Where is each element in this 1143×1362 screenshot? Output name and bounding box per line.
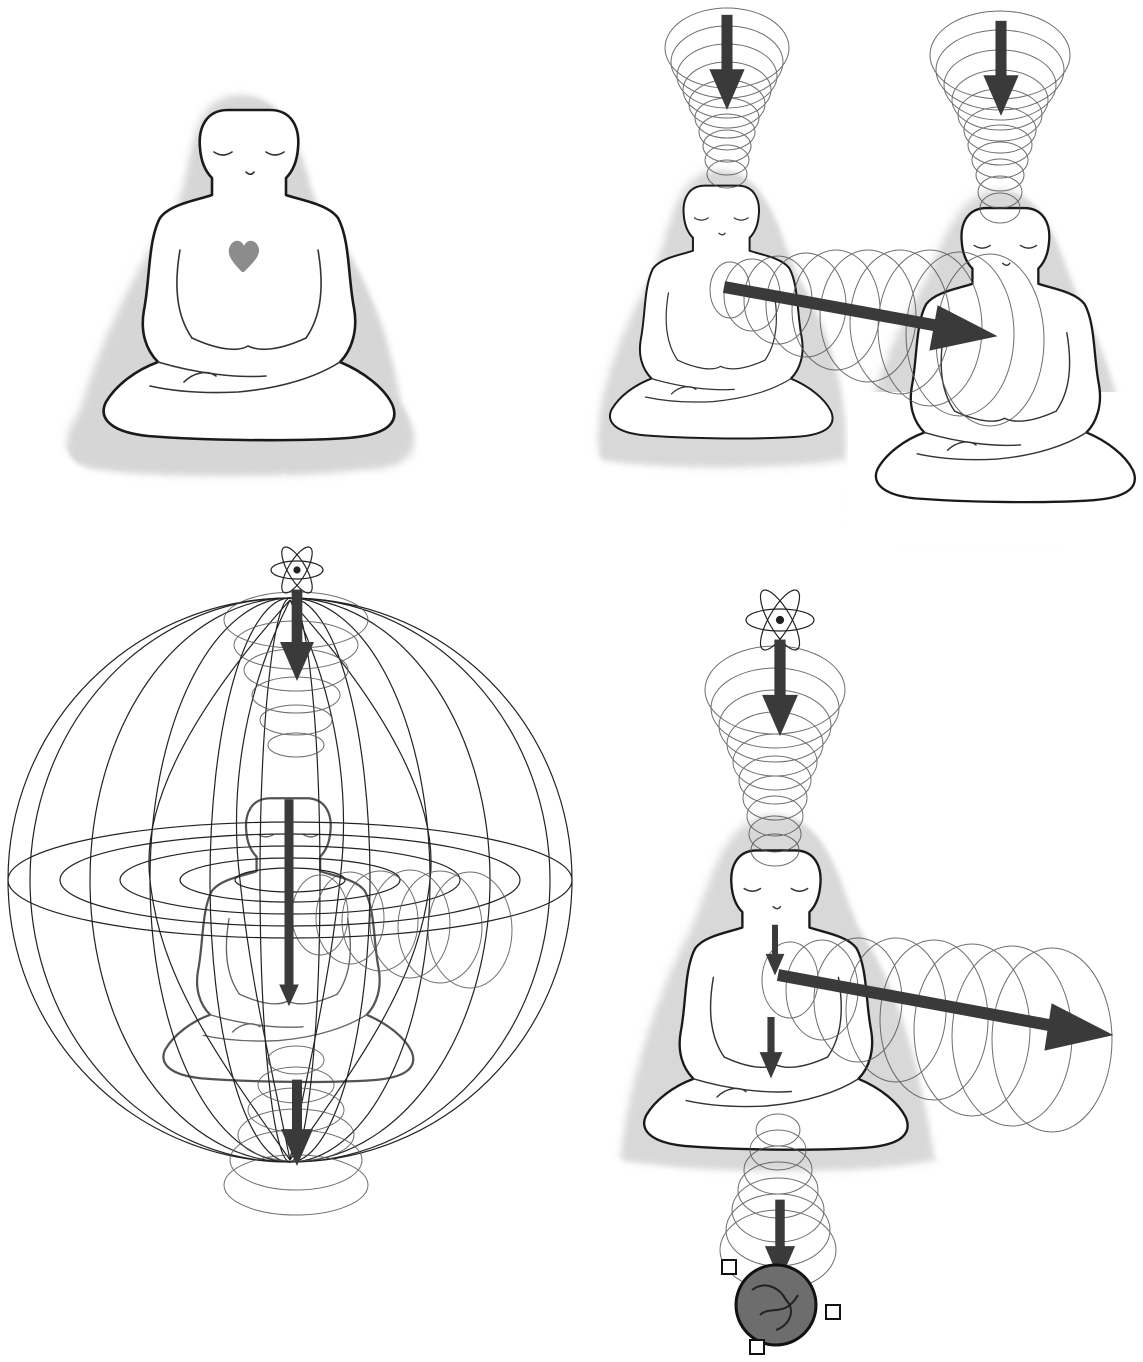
seated-figure-right (876, 208, 1135, 502)
atom-icon (271, 543, 323, 597)
panel-2-two-figures (598, 8, 1143, 547)
seated-figure-left (610, 186, 833, 439)
seated-figure (104, 110, 395, 440)
down-arrow-icon (282, 1080, 313, 1165)
down-arrow-icon (984, 21, 1018, 115)
panel-4-heaven-earth (620, 585, 1112, 1354)
panel-3-torus-field (8, 543, 572, 1215)
down-arrow-icon (763, 640, 798, 735)
earth-globe-icon (722, 1260, 840, 1354)
central-axis-arrow (285, 800, 293, 990)
down-arrow-icon (281, 590, 314, 680)
down-arrow-icon (710, 15, 744, 109)
seated-figure (644, 850, 907, 1149)
panel-1-heart-figure (67, 95, 414, 476)
